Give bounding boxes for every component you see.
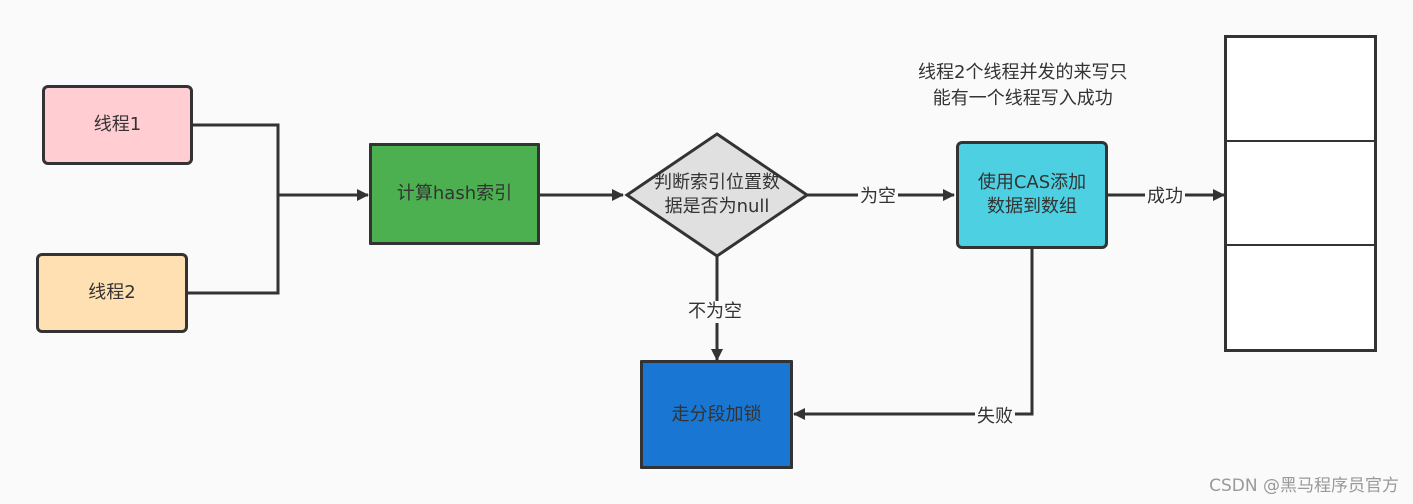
edge-cas-lock: [793, 248, 1034, 420]
segment-lock-node: 走分段加锁: [640, 360, 793, 469]
concurrency-note: 线程2个线程并发的来写只 能有一个线程写入成功: [918, 60, 1127, 112]
note-line2: 能有一个线程写入成功: [932, 88, 1113, 109]
decision-label: 判断索引位置数 据是否为null: [637, 171, 797, 219]
edge-label-success: 成功: [1145, 186, 1185, 208]
compute-hash-label: 计算hash索引: [396, 183, 513, 204]
decision-label-line1: 判断索引位置数: [654, 172, 780, 193]
edge-label-empty: 为空: [858, 186, 898, 208]
decision-label-line2: 据是否为null: [664, 196, 770, 217]
array-cell: [1227, 38, 1374, 142]
decision-diamond: [624, 132, 810, 258]
thread2-node: 线程2: [36, 253, 188, 333]
compute-hash-node: 计算hash索引: [369, 143, 540, 245]
cas-label-line1: 使用CAS添加: [977, 172, 1087, 193]
watermark: CSDN @黑马程序员官方: [1209, 476, 1399, 496]
thread1-label: 线程1: [93, 114, 142, 135]
thread2-label: 线程2: [88, 282, 136, 303]
array-cell: [1227, 246, 1374, 349]
array-cell: [1227, 142, 1374, 246]
thread1-node: 线程1: [42, 85, 193, 165]
cas-label-line2: 数据到数组: [987, 196, 1077, 217]
cas-add-node: 使用CAS添加 数据到数组: [956, 141, 1108, 249]
note-line1: 线程2个线程并发的来写只: [918, 62, 1128, 83]
segment-lock-label: 走分段加锁: [671, 403, 762, 425]
edge-thread2-merge: [187, 195, 280, 295]
edge-thread1-merge: [192, 123, 280, 195]
array-box: [1224, 35, 1377, 352]
edge-label-fail: 失败: [975, 406, 1015, 428]
edge-label-not-empty: 不为空: [686, 301, 744, 323]
